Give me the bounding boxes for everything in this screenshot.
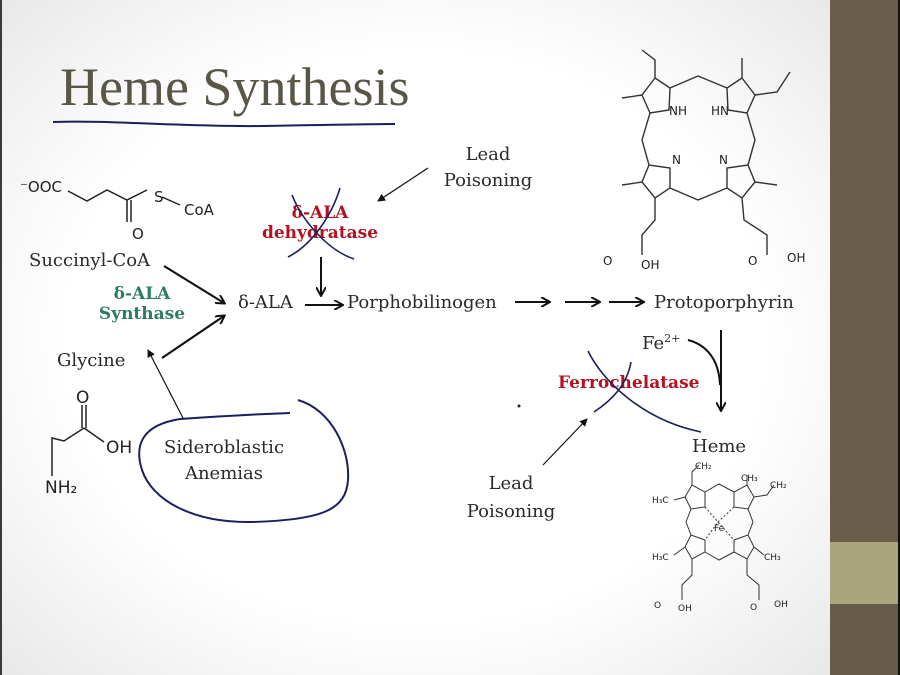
ala-synthase-enzyme: δ-ALA Synthase (92, 284, 192, 324)
slide-side-bar (830, 0, 898, 675)
side-bar-accent (830, 542, 898, 604)
ala-dehydratase-enzyme: δ-ALA dehydratase (250, 203, 390, 243)
succinyl-coa-oxygen: O (132, 225, 144, 243)
proto-o-left: O (603, 254, 613, 268)
arrow-sideroblastic-to-synthase (147, 349, 184, 419)
heme-structure (673, 464, 775, 600)
dehydratase-crossout (287, 187, 355, 260)
heme-ch2-left: CH₂ (695, 462, 712, 472)
proto-oh-left: OH (641, 258, 660, 272)
arrow-glycine-to-ala (161, 316, 224, 359)
heme-o-right: O (750, 603, 758, 613)
proto-n-left: N (672, 153, 681, 167)
iron-symbol: Fe (642, 333, 665, 354)
iron-label: Fe2+ (642, 332, 680, 354)
ala-synthase-line1: δ-ALA (113, 284, 171, 304)
lead-poisoning-bottom-line2: Poisoning (466, 501, 556, 522)
slide-title: Heme Synthesis (60, 57, 410, 117)
ala-dehydratase-line1: δ-ALA (291, 203, 349, 223)
succinyl-coa-sulfur: S (154, 188, 164, 206)
heme-oh-left: OH (678, 604, 692, 614)
porphobilinogen-label: Porphobilinogen (347, 292, 497, 313)
heme-oh-right: OH (774, 600, 788, 610)
glycine-label: Glycine (57, 350, 126, 371)
proto-o-right: O (748, 254, 758, 268)
lead-poisoning-bottom-line1: Lead (488, 473, 534, 494)
succinyl-coa-carboxylate: ⁻OOC (20, 178, 63, 196)
ferrochelatase-crossout (587, 350, 702, 433)
ala-synthase-line2: Synthase (98, 304, 186, 324)
ferrochelatase-enzyme: Ferrochelatase (558, 373, 700, 393)
iron-charge: 2+ (664, 332, 681, 345)
glycine-amine: NH₂ (45, 478, 78, 498)
ala-dehydratase-line2: dehydratase (261, 223, 379, 243)
arrow-lead-to-dehydratase (377, 167, 429, 202)
lead-poisoning-top-line2: Poisoning (443, 170, 533, 191)
diagram-graphics (51, 49, 791, 600)
heme-ch2-right: CH₂ (770, 481, 787, 491)
succinyl-coa-label: Succinyl-CoA (29, 250, 151, 271)
protoporphyrin-structure (621, 49, 791, 255)
heme-h3c-upper: H₃C (652, 496, 669, 506)
heme-ch3-top: CH₃ (741, 474, 758, 484)
lead-poisoning-top: Lead Poisoning (433, 142, 543, 194)
glycine-structure (51, 405, 105, 476)
title-underline (52, 120, 396, 128)
glycine-oxygen: O (76, 388, 90, 408)
heme-o-left: O (654, 601, 662, 611)
sideroblastic-ink-loop (138, 399, 350, 524)
succinyl-coa-structure (67, 189, 181, 222)
heme-label: Heme (692, 436, 747, 457)
sideroblastic-line1: Sideroblastic (164, 437, 285, 458)
lead-poisoning-bottom: Lead Poisoning (456, 470, 566, 526)
heme-fe: Fe (714, 524, 725, 534)
sideroblastic-anemias: Sideroblastic Anemias (164, 435, 284, 487)
succinyl-coa-coa: CoA (184, 201, 214, 219)
delta-ala-label: δ-ALA (238, 292, 293, 313)
protoporphyrin-label: Protoporphyrin (654, 292, 794, 313)
sideroblastic-line2: Anemias (184, 463, 264, 484)
stray-dot (517, 404, 521, 408)
arrow-succinyl-to-ala (163, 265, 224, 303)
window-edge (898, 0, 900, 675)
heme-h3c-lower: H₃C (652, 553, 669, 563)
glycine-hydroxyl: OH (106, 438, 133, 458)
slide: Heme Synthesis ⁻OOC S CoA O Succinyl-CoA… (2, 0, 830, 675)
side-bar-lower (830, 604, 898, 675)
proto-nh-right: HN (711, 104, 729, 118)
proto-nh-left: NH (669, 104, 687, 118)
proto-n-right: N (719, 153, 728, 167)
lead-poisoning-top-line1: Lead (465, 144, 511, 165)
arrow-lead-to-ferrochelatase (542, 418, 588, 466)
fe-curve-arrow (687, 339, 721, 386)
heme-ch3-right: CH₃ (764, 553, 781, 563)
proto-oh-right: OH (787, 251, 806, 265)
